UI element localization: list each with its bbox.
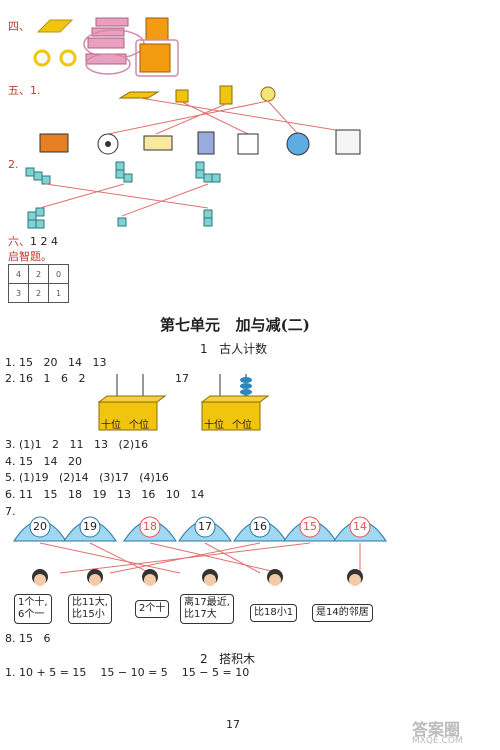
abacus-tens-label: 十位 [204,420,224,431]
section-5-label: 五、1. [8,84,41,97]
unit-title: 第七单元 加与减(二) [160,316,310,334]
cylinder-icon [219,85,233,105]
clue-bubble: 2个十 [135,600,170,618]
brain-teaser-label: 启智题。 [8,250,52,263]
grid-cell: 2 [28,264,49,284]
sphere-icon [260,86,276,102]
dice-icon [237,133,259,155]
tent-number-circle [194,516,216,538]
shapes-figure [33,17,179,77]
ball-icon [286,132,310,156]
clue-bubble: 1个十, 6个一 [14,594,52,624]
cube-icon [139,43,171,73]
tent-number-circle [299,516,321,538]
tent-number: 18 [143,520,157,533]
matching-figure-1 [39,85,361,156]
match-line [267,100,299,135]
page-number: 17 [226,718,240,731]
answer-2-extra: 17 [175,372,189,385]
watermark-text: 答案圈 [412,720,461,739]
abacus-2: 十位 个位 [198,372,270,434]
tent-number: 20 [33,520,47,533]
abacus-1: 十位 个位 [95,372,167,434]
grid-row: 4 2 0 [8,264,69,284]
book-icon [335,129,361,155]
match-line [139,97,349,133]
abacus-ones-label: 个位 [129,420,149,431]
can-icon [197,131,215,155]
tent-number: 19 [83,520,97,533]
tent-number: 14 [353,520,367,533]
section-4-label: 四、 [8,20,30,33]
match-line [107,100,269,135]
cube-icon [145,17,169,41]
tent-number: 15 [303,520,317,533]
answer-2: 2. 16 1 6 2 [5,372,86,385]
lesson-2-title: 2 搭积木 [200,652,256,666]
plank-icon [118,91,160,99]
answer-7: 7. [5,505,16,518]
answer-3: 3. (1)1 2 11 13 (2)16 [5,438,149,451]
answer-5: 5. (1)19 (2)14 (3)17 (4)16 [5,471,169,484]
clue-bubble: 是14的邻居 [312,604,373,622]
tent-number-circle [349,516,371,538]
tent-number-circle [139,516,161,538]
abacus-ones-label: 个位 [232,420,252,431]
tent-number: 16 [253,520,267,533]
tents-group [13,516,387,542]
clue-bubble: 比11大, 比15小 [68,594,112,624]
answer-8: 8. 15 6 [5,632,51,645]
tents-matching-figure [13,516,387,586]
clue-bubble: 离17最近, 比17大 [180,594,234,624]
section-6-label: 六、 [8,235,30,248]
matching-figure-2 [25,161,221,229]
bar-icon [95,17,129,27]
clue-bubble: 比18小1 [250,604,298,622]
ring-icon [59,49,77,67]
circle-mark [85,53,131,75]
answer-4: 4. 15 14 20 [5,455,82,468]
tent-number: 17 [198,520,212,533]
box-mark [135,39,179,77]
grid-cell: 1 [48,283,69,303]
slab-icon [36,19,74,33]
bar-icon [87,37,125,49]
match-line [155,103,227,135]
tent-number-circle [79,516,101,538]
grid-cell: 3 [8,283,29,303]
section-5-2-label: 2. [8,158,19,171]
grid-cell: 0 [48,264,69,284]
section-6-row: 六、1 2 4 [8,233,58,249]
abacus-tens-label: 十位 [101,420,121,431]
watermark-url: MXQE.COM [412,736,463,746]
lesson-1-title: 1 古人计数 [200,342,268,356]
section-6-answer: 1 2 4 [30,235,58,248]
tent-number-circle [249,516,271,538]
answer-1: 1. 15 20 14 13 [5,356,107,369]
grid-cell: 2 [28,283,49,303]
match-line [181,101,249,135]
ring-icon [33,49,51,67]
bar-icon [91,27,125,37]
answer-6: 6. 11 15 18 19 13 16 10 14 [5,488,205,501]
answer-last: 1. 10 + 5 = 15 15 − 10 = 5 15 − 5 = 10 [5,666,250,679]
box-icon [143,135,173,151]
grid-cell: 4 [8,264,29,284]
grid-row: 3 2 1 [8,283,69,303]
brain-teaser-grid: 4 2 0 3 2 1 [8,264,69,303]
tent-number-circle [29,516,51,538]
drum-icon [39,133,69,153]
cube-icon [175,89,189,103]
